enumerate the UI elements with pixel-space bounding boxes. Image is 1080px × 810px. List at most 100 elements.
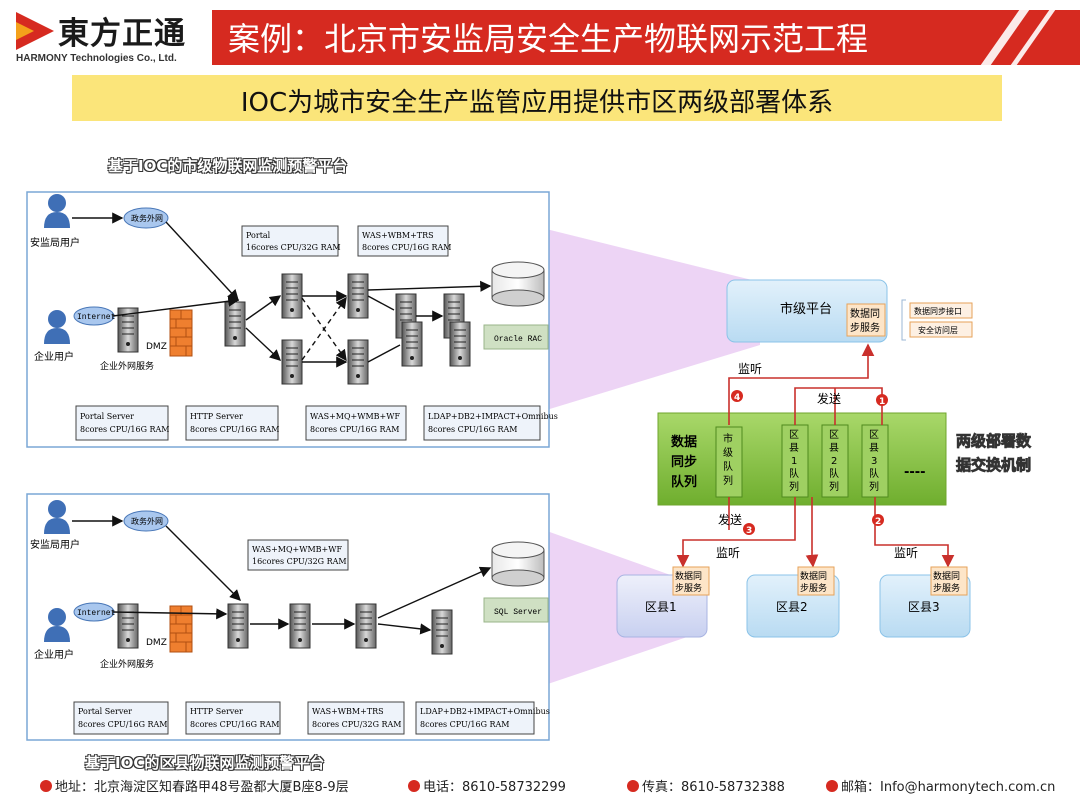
side-item-box: [909, 302, 973, 319]
footer-fax: 传真：8610-58732388: [627, 776, 785, 795]
district-user1-label: 安监局用户: [30, 538, 80, 551]
db-label-box: [483, 324, 549, 350]
fax-icon: [627, 780, 639, 792]
district-3-label: 区县3: [908, 600, 940, 614]
server-icon: [355, 603, 377, 649]
page-title: 案例：北京市安监局安全生产物联网示范工程: [228, 20, 869, 58]
city-spec-bottom-2b: 8cores CPU/16G RAM: [190, 425, 280, 434]
district-spec-bottom-3a: WAS+WBM+TRS: [312, 707, 384, 716]
queue-d3-char: 列: [869, 480, 879, 493]
district-cloud1-label: 政务外网: [131, 516, 163, 526]
mechanism-line1: 两级部署数: [956, 432, 1032, 450]
spec-box: [423, 405, 541, 441]
footer-email-text: 邮箱：Info@harmonytech.com.cn: [841, 780, 1056, 795]
district-ext-service-label: 企业外网服务: [100, 658, 154, 670]
server-icon: [224, 301, 246, 347]
queue-city-char: 市: [723, 432, 733, 445]
city-spec-bottom-1a: Portal Server: [80, 412, 134, 421]
step-badge: 2: [872, 514, 884, 527]
spec-box: [241, 225, 339, 257]
city-ext-service-label: 企业外网服务: [100, 360, 154, 372]
district-spec-bottom-4b: 8cores CPU/16G RAM: [420, 720, 510, 729]
sync-service-box: [846, 303, 886, 337]
logo-text-en: HARMONY Technologies Co., Ltd.: [16, 53, 177, 64]
city-spec-bottom-4a: LDAP+DB2+IMPACT+Omnibus: [428, 412, 558, 421]
district-1-label: 区县1: [645, 600, 677, 614]
footer-phone: 电话：8610-58732299: [408, 776, 566, 795]
city-spec-bottom-4b: 8cores CPU/16G RAM: [428, 425, 518, 434]
server-icon: [281, 273, 303, 319]
city-sync-line2: 步服务: [850, 321, 880, 334]
server-icon: [281, 339, 303, 385]
spec-box: [185, 701, 281, 735]
sync-service-box: [930, 566, 968, 596]
city-bottom-specs: Portal Server 8cores CPU/16G RAM HTTP Se…: [75, 405, 558, 441]
database-icon: [491, 261, 545, 307]
spec-box: [307, 701, 405, 735]
queue-title-3: 队列: [671, 474, 697, 490]
mechanism-caption: 两级部署数 据交换机制: [956, 432, 1033, 475]
server-icon: [347, 339, 369, 385]
queue-d2-char: 区: [829, 429, 839, 441]
footer-address: 地址：北京海淀区知春路甲48号盈都大厦B座8-9层: [40, 776, 349, 795]
queue-d1-char: 列: [789, 480, 799, 493]
page-subtitle: IOC为城市安全生产监管应用提供市区两级部署体系: [240, 88, 834, 118]
district-panel-caption: 基于IOC的区县物联网监测预警平台: [85, 754, 325, 772]
queue-title-2: 同步: [671, 454, 697, 470]
db-label-box: [483, 597, 549, 623]
listen-label-bottom: 监听: [716, 546, 740, 560]
sync-service-box: [797, 566, 835, 596]
city-user1-label: 安监局用户: [30, 236, 80, 249]
badge-text: 2: [875, 517, 881, 527]
district-spec-top-line2: 16cores CPU/32G RAM: [252, 557, 347, 566]
badge-text: 4: [734, 393, 740, 403]
district-bottom-specs: Portal Server 8cores CPU/16G RAM HTTP Se…: [73, 701, 550, 735]
city-user2-label: 企业用户: [34, 350, 74, 363]
district-cloud2-label: Internet: [77, 609, 115, 618]
queue-d3-char: 队: [869, 467, 879, 480]
queue-d1-char: 1: [791, 456, 797, 467]
email-icon: [826, 780, 838, 792]
district-spec-bottom-2b: 8cores CPU/16G RAM: [190, 720, 280, 729]
queue-d2-char: 县: [829, 442, 839, 454]
queue-d1-char: 区: [789, 429, 799, 441]
projection-shape-top: [530, 225, 760, 415]
d3-sync-line1: 数据同: [933, 570, 960, 582]
send-label-bottom: 发送: [718, 512, 742, 527]
queue-ellipsis: ----: [904, 465, 926, 480]
queue-d3-char: 3: [871, 456, 877, 467]
city-spec-bottom-3a: WAS+MQ+WMB+WF: [310, 412, 400, 421]
location-icon: [40, 780, 52, 792]
bracket: [901, 299, 906, 341]
city-dmz-label: DMZ: [146, 342, 167, 352]
city-spec-was-line2: 8cores CPU/16G RAM: [362, 243, 452, 252]
d2-sync-line1: 数据同: [800, 570, 827, 582]
server-icon: [431, 609, 453, 655]
city-panel-caption: 基于IOC的市级物联网监测预警平台: [108, 157, 348, 175]
city-cloud2-label: Internet: [77, 313, 115, 322]
spec-box: [305, 405, 407, 441]
badge-text: 3: [746, 526, 752, 536]
cloud-icon: [123, 207, 169, 229]
step-badge: 3: [743, 523, 755, 536]
listen-label-top: 监听: [738, 362, 762, 376]
footer-address-text: 地址：北京海淀区知春路甲48号盈都大厦B座8-9层: [55, 780, 349, 795]
spec-box: [73, 701, 169, 735]
step-badge: 4: [731, 390, 743, 403]
footer-email: 邮箱：Info@harmonytech.com.cn: [826, 776, 1055, 795]
queue-city-char: 级: [723, 447, 733, 459]
queue-d3-char: 县: [869, 442, 879, 454]
city-spec-was-line1: WAS+WBM+TRS: [362, 231, 434, 240]
queue-city: 市 级 队 列: [715, 426, 743, 498]
district-spec-bottom-2a: HTTP Server: [190, 707, 243, 716]
spec-box: [75, 405, 169, 441]
d1-sync-line1: 数据同: [675, 570, 702, 582]
district-spec-bottom-3b: 8cores CPU/32G RAM: [312, 720, 402, 729]
district-db-label: SQL Server: [494, 608, 542, 617]
queue-city-char: 列: [723, 474, 733, 487]
city-spec-portal-line2: 16cores CPU/32G RAM: [246, 243, 341, 252]
queue-d2-char: 2: [831, 456, 837, 467]
district-spec-bottom-4a: LDAP+DB2+IMPACT+Omnibus: [420, 707, 550, 716]
queue-d3-char: 区: [869, 429, 879, 441]
queue-district-1: 区 县 1 队 列: [781, 424, 809, 498]
